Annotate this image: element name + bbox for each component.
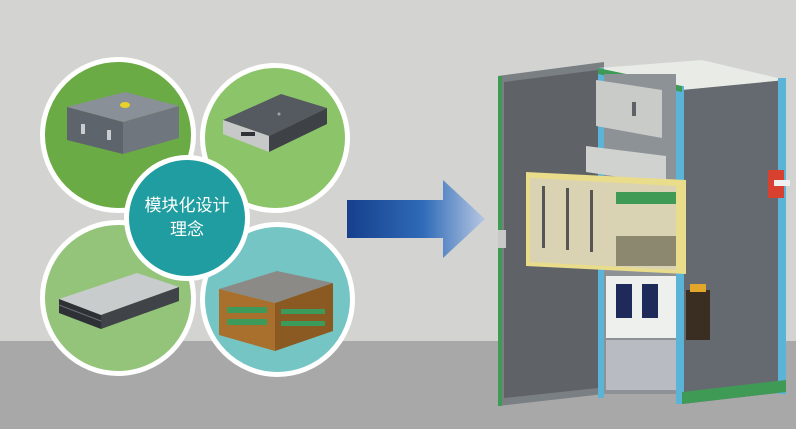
module-bubble-dark [40,220,196,376]
module-bubble-circuit [200,222,355,377]
silver-rack-module-icon [223,94,327,152]
circuit-board-module-icon [219,271,333,351]
concept-title-line2: 理念 [170,220,204,240]
switchgear-cabinet-icon [498,60,790,406]
right-arrow-icon [347,180,485,258]
concept-circle: 模块化设计 理念 [124,155,250,281]
concept-title-line1: 模块化设计 [144,196,230,216]
gray-rack-module-icon [67,92,179,154]
dark-rack-module-icon [58,273,179,329]
